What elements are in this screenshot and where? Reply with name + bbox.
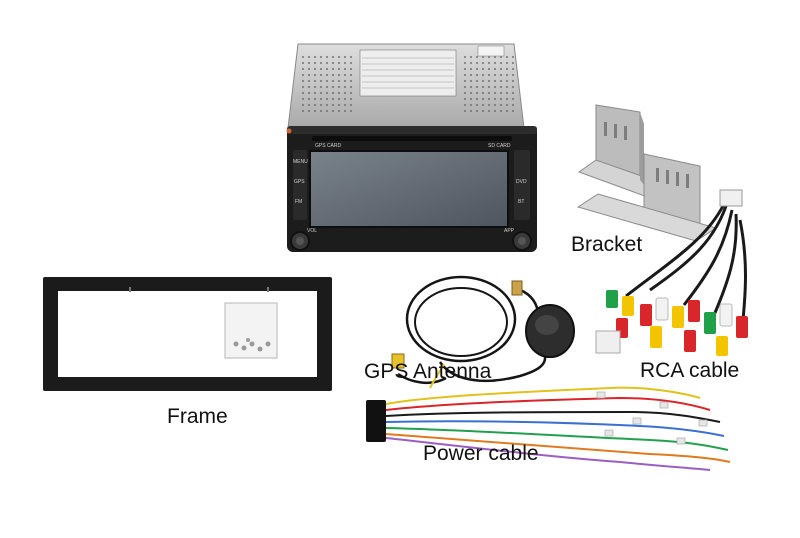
screw-bag bbox=[224, 302, 278, 359]
svg-text:BT: BT bbox=[518, 199, 524, 205]
svg-text:VOL: VOL bbox=[307, 228, 317, 234]
screen bbox=[309, 150, 509, 228]
head-unit: MENU GPS FM DVD BT GPS CARD SD CARD VOL … bbox=[286, 43, 537, 252]
trim-frame bbox=[43, 277, 332, 391]
rca-cable bbox=[595, 189, 748, 356]
gps-antenna bbox=[391, 275, 575, 385]
svg-text:SD CARD: SD CARD bbox=[488, 143, 511, 149]
svg-text:APP: APP bbox=[504, 228, 515, 234]
svg-text:DVD: DVD bbox=[516, 179, 527, 185]
white-connector bbox=[595, 330, 621, 354]
bracket-label: Bracket bbox=[571, 233, 643, 256]
brackets bbox=[576, 104, 718, 242]
power-cable-label: Power cable bbox=[423, 442, 539, 465]
power-plug bbox=[366, 400, 386, 442]
spec-sticker bbox=[359, 49, 457, 97]
frame-label: Frame bbox=[167, 405, 228, 428]
rca-harness-plug bbox=[719, 189, 743, 207]
disc-slot bbox=[312, 136, 512, 141]
gps-antenna-label: GPS Antenna bbox=[364, 360, 492, 383]
store-watermark: Store No: 115660 bbox=[303, 255, 454, 276]
left-button-column: MENU GPS FM bbox=[293, 150, 308, 220]
svg-text:FM: FM bbox=[295, 199, 302, 205]
rca-cable-label: RCA cable bbox=[640, 359, 740, 382]
yellow-plug bbox=[391, 353, 405, 369]
svg-text:MENU: MENU bbox=[293, 159, 308, 165]
svg-text:GPS CARD: GPS CARD bbox=[315, 143, 342, 149]
right-button-column: DVD BT bbox=[514, 150, 530, 220]
svg-text:GPS: GPS bbox=[294, 179, 305, 185]
rca-plugs bbox=[606, 290, 748, 356]
power-cable bbox=[366, 363, 731, 471]
